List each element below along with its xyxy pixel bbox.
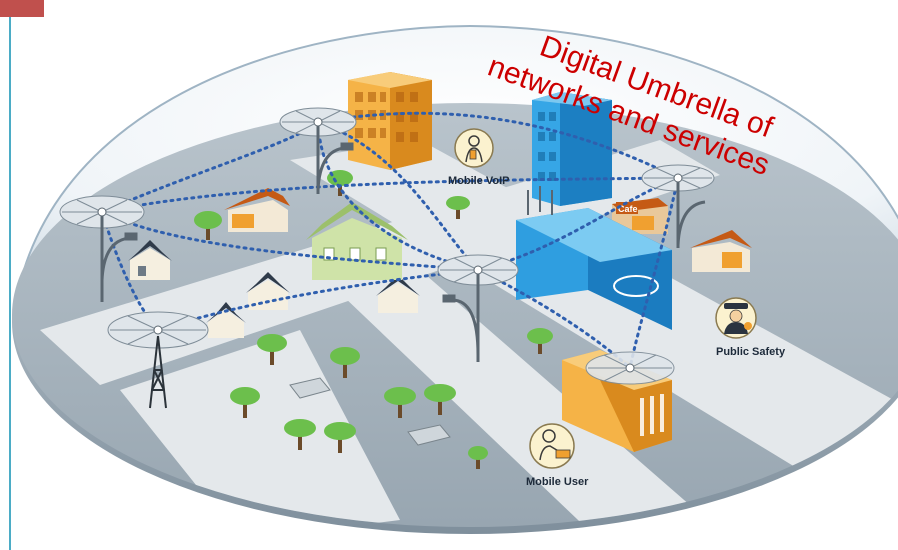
streetlight-icon [316,142,354,191]
house [246,272,290,310]
tree [384,387,416,418]
network-link [476,268,632,370]
house-right [690,230,752,272]
tree [446,196,470,219]
road-left [120,330,400,527]
antenna-icon [527,186,553,215]
road-front [300,235,730,527]
wireless-node-icon [59,195,145,302]
cafe-sign: Cafe [618,204,638,214]
tree [194,211,222,240]
green-house [306,202,408,280]
network-link [316,120,480,272]
bench [407,424,451,446]
mobile-user-label: Mobile User [526,476,589,488]
public-safety-badge: Public Safety [715,297,786,358]
streetlights [100,142,706,356]
tree [330,347,360,378]
house [206,302,246,338]
mobile-voip-badge: Mobile VoIP [448,128,510,187]
network-link [156,268,480,332]
public-safety-label: Public Safety [716,346,786,358]
houses: Cafe [128,188,752,338]
tree [424,384,456,415]
network-link [628,176,680,370]
house [128,240,172,280]
tree [230,387,260,418]
streetlight-icon [676,200,706,246]
wireless-node-icon [279,107,357,194]
left-rule [9,17,11,550]
network-link [100,210,480,272]
network-link [100,176,680,214]
corner-accent [0,0,44,17]
network-link [100,120,320,214]
lattice-tower-icon [149,335,167,409]
tree [527,328,553,354]
orange-tower [348,72,432,170]
blue-campus [516,208,672,330]
mobile-user-badge: Mobile User [526,423,589,488]
house-orange-roof [224,188,290,232]
mobile-voip-label: Mobile VoIP [448,175,510,187]
wireless-nodes [59,107,715,385]
tree [324,422,356,453]
cafe-building: Cafe [612,198,668,234]
bench [289,377,331,399]
wireless-node-icon [107,311,209,349]
wireless-node-icon [641,164,715,248]
tree [468,446,488,469]
buildings [348,72,672,452]
network-link [316,111,680,180]
trees [194,170,553,469]
streetlight-icon [100,232,138,281]
benches [289,377,451,446]
wireless-node-icon [585,351,675,385]
streetlight-icon [442,294,480,356]
tree [284,419,316,450]
tree [257,334,287,365]
